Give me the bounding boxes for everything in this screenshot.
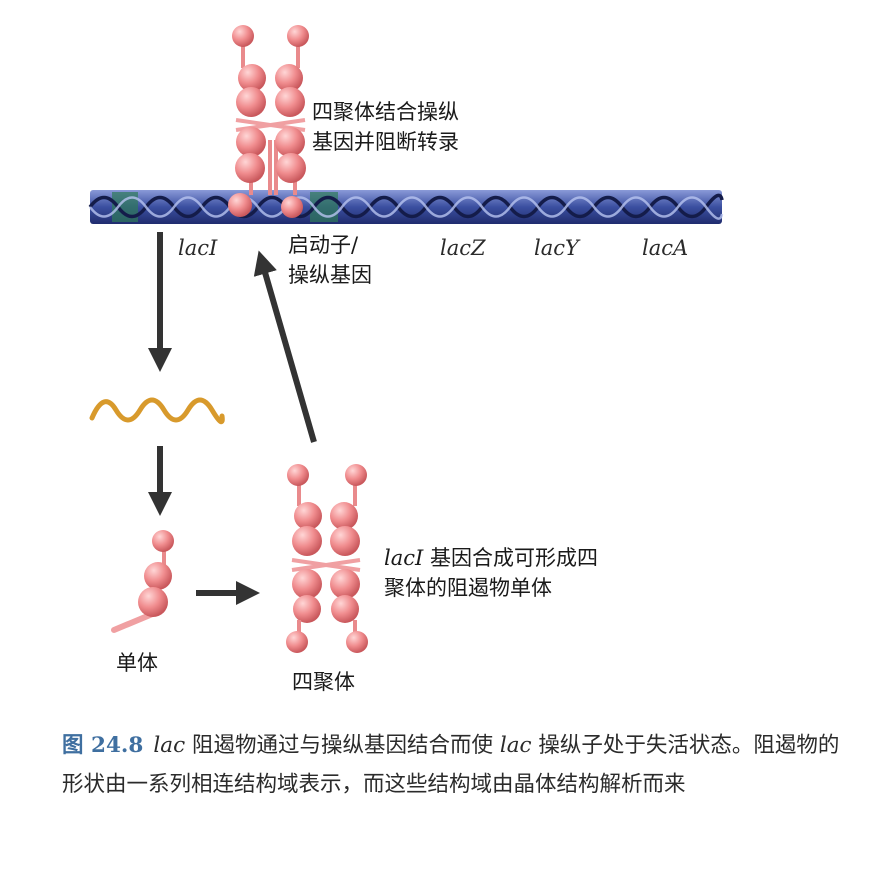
label-tetramer-binding: 四聚体结合操纵 基因并阻断转录 <box>312 97 459 157</box>
figure-number: 图 24.8 <box>62 733 143 758</box>
dna-strand-1 <box>88 193 724 219</box>
label-monomer: 单体 <box>116 651 158 675</box>
caption-text-2: 操纵子处于失活状态。阻遏物的形状由一系列相连结构域表示，而这些结构域由晶体结构解… <box>62 733 840 797</box>
dna-helix <box>88 190 724 224</box>
dna-strand-2 <box>88 196 724 220</box>
label-promoter-operator-line-2: 操纵基因 <box>288 263 372 287</box>
gene-label-lacy: lacY <box>534 236 579 260</box>
arrow-binding <box>253 250 317 443</box>
label-tetramer-binding-line-1: 四聚体结合操纵 <box>312 100 459 124</box>
label-tetramer-binding-line-2: 基因并阻断转录 <box>312 130 459 154</box>
caption-lac-2: lac <box>499 733 532 758</box>
label-monomer-formation-line-2: 聚体的阻遏物单体 <box>384 576 552 600</box>
label-promoter-operator: 启动子/ 操纵基因 <box>288 230 372 290</box>
mrna-wave <box>89 397 225 425</box>
gene-label-lacz: lacZ <box>440 236 486 260</box>
figure-number-value: 24.8 <box>91 733 144 758</box>
label-monomer-formation: lacI 基因合成可形成四 聚体的阻遏物单体 <box>384 543 598 603</box>
label-monomer-formation-laci: lacI <box>384 546 424 570</box>
label-promoter-operator-line-1: 启动子/ <box>288 233 359 257</box>
repressor-monomer <box>111 530 174 633</box>
figure-caption: 图 24.8 lac 阻遏物通过与操纵基因结合而使 lac 操纵子处于失活状态。阻… <box>62 726 852 804</box>
figure-label: 图 <box>62 733 84 758</box>
tetramer-free-repressor <box>286 464 368 653</box>
label-monomer-formation-line-1: 基因合成可形成四 <box>429 546 598 570</box>
caption-text-1: 阻遏物通过与操纵基因结合而使 <box>185 733 500 758</box>
gene-label-laci: lacI <box>178 236 218 260</box>
gene-label-laca: lacA <box>642 236 689 260</box>
caption-lac-1: lac <box>153 733 186 758</box>
label-tetramer: 四聚体 <box>292 670 355 694</box>
tetramer-bound-repressor <box>228 25 309 218</box>
